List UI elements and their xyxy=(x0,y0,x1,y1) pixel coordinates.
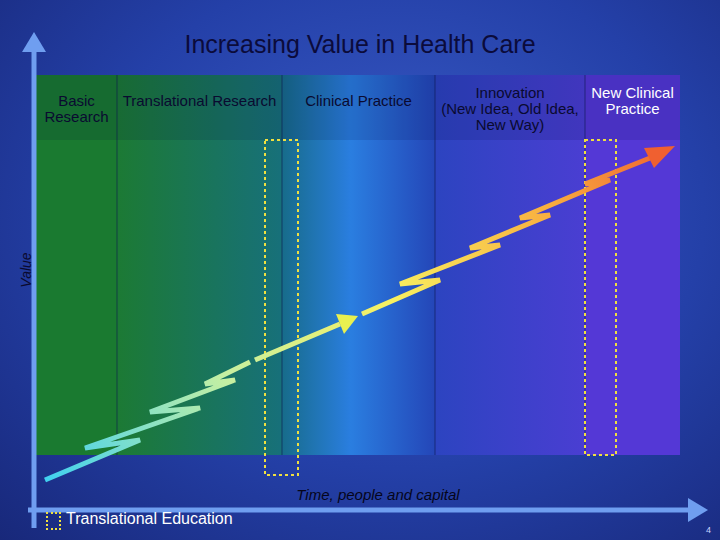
column-band: New Clinical Practice xyxy=(585,75,680,455)
column-band: Translational Research xyxy=(117,75,282,455)
axis-label: Time, people and capital xyxy=(296,486,459,503)
diagram-title: Increasing Value in Health Care xyxy=(60,30,660,59)
column-band: Basic Research xyxy=(36,75,117,455)
axis-label: Value xyxy=(18,252,34,287)
column-heading: Clinical Practice xyxy=(285,93,432,109)
column-band: Innovation(New Idea, Old Idea, New Way) xyxy=(435,75,585,455)
column-heading: Innovation xyxy=(438,85,582,101)
legend-text: Translational Education xyxy=(66,510,233,528)
legend-swatch xyxy=(46,512,61,530)
column-heading: Translational Research xyxy=(120,93,279,109)
column-heading: Basic Research xyxy=(39,93,114,125)
column-subheading: (New Idea, Old Idea, New Way) xyxy=(438,101,582,133)
column-heading: New Clinical Practice xyxy=(588,85,677,117)
column-band: Clinical Practice xyxy=(282,75,435,455)
page-number: 4 xyxy=(706,525,711,535)
